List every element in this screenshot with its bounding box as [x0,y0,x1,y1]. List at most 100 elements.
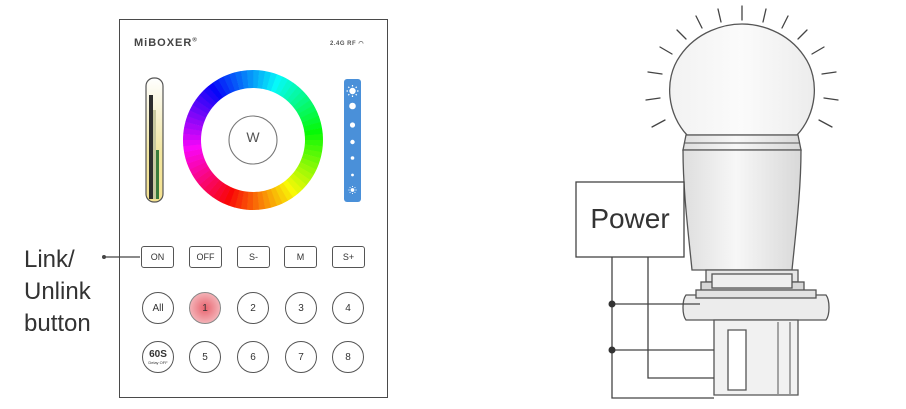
color-wheel-segment[interactable] [208,82,224,101]
zone-4-button[interactable]: 4 [332,292,364,324]
zone-6-button[interactable]: 6 [237,341,269,373]
color-wheel-segment[interactable] [217,184,232,204]
color-wheel-segment[interactable] [192,165,211,181]
color-wheel-segment[interactable] [295,166,314,181]
zone-7-button[interactable]: 7 [285,341,317,373]
color-wheel-segment[interactable] [192,99,211,114]
color-wheel-segment[interactable] [212,79,228,98]
delay-off-button[interactable]: 60S Delay OFF [142,341,174,373]
link-unlink-on-button[interactable]: ON [141,246,174,268]
light-bulb [668,23,816,293]
color-wheel-segment[interactable] [183,127,202,136]
color-wheel-segment[interactable] [240,70,249,89]
zone-3-button[interactable]: 3 [285,292,317,324]
mode-button[interactable]: M [284,246,317,268]
color-wheel-segment[interactable] [240,191,249,210]
color-wheel-segment[interactable] [183,139,202,147]
color-wheel-segment[interactable] [297,161,317,176]
color-wheel-segment[interactable] [253,70,260,89]
brightness-slider[interactable] [344,79,361,202]
color-wheel-segment[interactable] [212,182,227,201]
color-wheel-segment[interactable] [183,144,202,153]
color-wheel-segment[interactable] [184,121,203,131]
white-button[interactable] [228,115,278,165]
speed-down-button[interactable]: S- [237,246,270,268]
color-wheel-segment[interactable] [278,182,294,201]
color-wheel-segment[interactable] [223,187,236,206]
color-wheel-segment[interactable] [199,90,217,107]
color-wheel-segment[interactable] [187,157,206,170]
color-wheel-segment[interactable] [189,104,209,119]
color-wheel-segment[interactable] [274,185,288,204]
callout-line-2: Unlink [24,278,91,305]
color-wheel-segment[interactable] [228,188,240,208]
color-wheel-segment[interactable] [185,153,205,164]
wire-junction [608,346,616,354]
color-wheel-segment[interactable] [199,173,217,190]
power-box [575,181,685,258]
callout-line-3: button [24,310,91,337]
zone-1-button[interactable]: 1 [189,292,221,324]
color-wheel-segment[interactable] [257,70,266,89]
white-button-label: W [246,129,260,145]
color-wheel-segment[interactable] [203,86,220,104]
color-wheel-segment[interactable] [304,144,323,153]
color-wheel-segment[interactable] [266,72,278,92]
color-wheel-segment[interactable] [289,90,307,107]
off-button[interactable]: OFF [189,246,222,268]
color-wheel-segment[interactable] [274,76,289,96]
color-wheel-segment[interactable] [289,173,307,190]
color-wheel-segment[interactable] [304,127,323,136]
color-wheel-segment[interactable] [234,190,244,209]
zone-5-button[interactable]: 5 [189,341,221,373]
speed-up-button[interactable]: S+ [332,246,365,268]
color-wheel-segment[interactable] [282,179,298,198]
wifi-icon: ◠ [358,41,365,47]
color-wheel-segment[interactable] [257,191,266,210]
color-wheel-segment[interactable] [304,133,323,141]
color-wheel-segment[interactable] [207,179,224,198]
color-wheel-segment[interactable] [229,72,240,92]
color-wheel-segment[interactable] [203,176,220,194]
color-wheel-segment[interactable] [286,86,303,104]
zone-2-button[interactable]: 2 [237,292,269,324]
color-wheel-segment[interactable] [183,133,202,140]
color-wheel-segment[interactable] [282,82,299,101]
zone-all-button[interactable]: All [142,292,174,324]
color-wheel-segment[interactable] [187,110,206,123]
color-wheel-segment[interactable] [195,94,214,111]
color-wheel-segment[interactable] [301,153,321,165]
color-wheel-segment[interactable] [266,188,277,208]
color-wheel-segment[interactable] [300,110,319,123]
color-wheel-segment[interactable] [303,149,322,159]
color-wheel-segment[interactable] [295,99,314,115]
color-wheel-segment[interactable] [270,74,283,93]
color-wheel-segment[interactable] [185,115,205,127]
color-wheel-segment[interactable] [286,176,303,194]
zone-8-button[interactable]: 8 [332,341,364,373]
wire-junction [608,300,616,308]
color-wheel[interactable] [183,69,324,210]
color-wheel-segment[interactable] [223,74,236,93]
callout-line-1: Link/ [24,246,75,273]
color-wheel-segment[interactable] [195,169,214,185]
color-wheel-segment[interactable] [298,105,317,119]
color-wheel-segment[interactable] [189,161,208,175]
color-wheel-segment[interactable] [246,191,253,210]
color-wheel-segment[interactable] [270,187,283,206]
delay-off-main: 60S [149,348,167,360]
color-wheel-segment[interactable] [246,69,254,89]
color-wheel-segment[interactable] [262,71,272,90]
color-wheel-segment[interactable] [292,95,311,111]
color-wheel-segment[interactable] [304,140,324,147]
color-wheel-segment[interactable] [292,169,311,186]
color-wheel-segment[interactable] [301,116,321,127]
color-wheel-segment[interactable] [218,76,232,95]
brightness-low-icon [348,186,357,194]
color-wheel-segment[interactable] [252,191,260,210]
color-wheel-segment[interactable] [279,79,294,98]
color-wheel-segment[interactable] [300,157,319,170]
power-wires [611,257,714,399]
color-temperature-slider[interactable] [145,77,164,203]
